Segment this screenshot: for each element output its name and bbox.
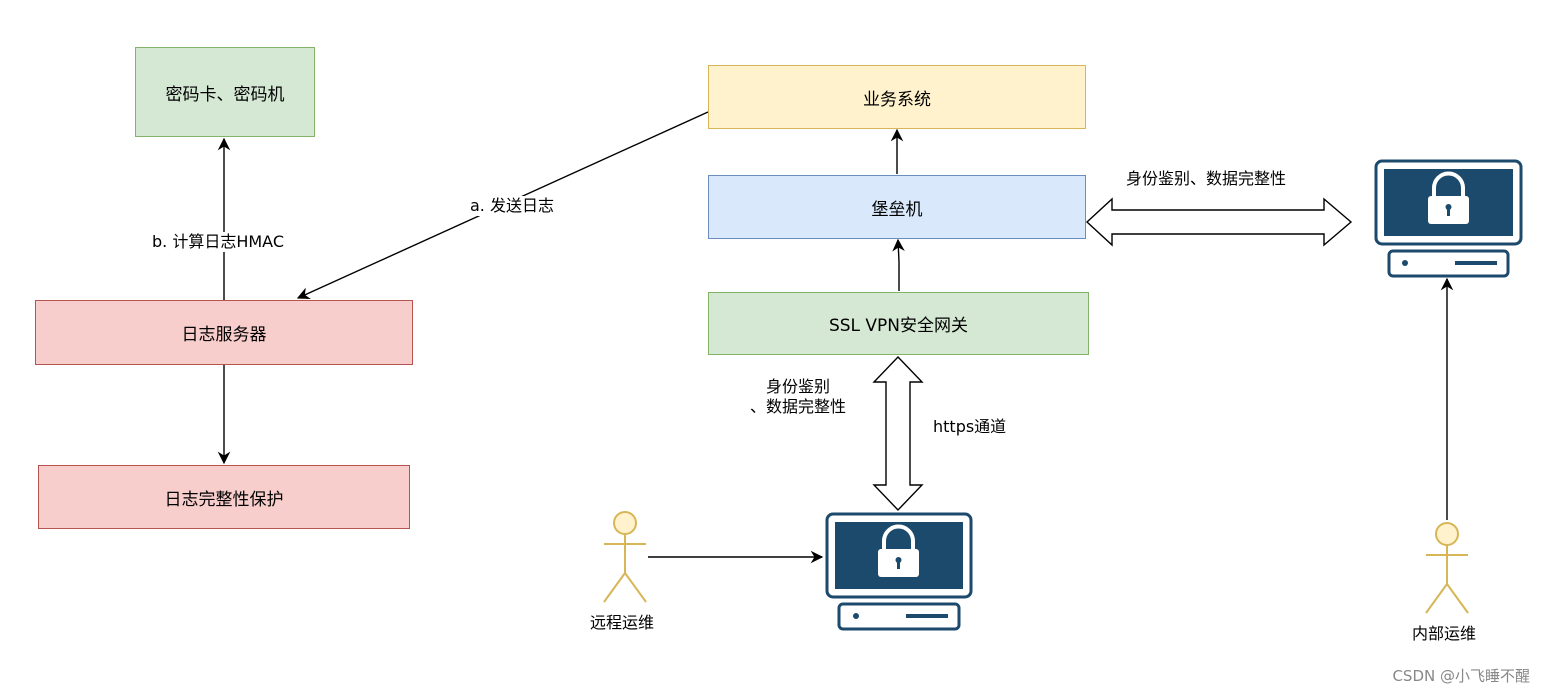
label-auth-integrity-left: 身份鉴别 、数据完整性: [738, 377, 858, 417]
watermark: CSDN @小飞睡不醒: [1392, 667, 1530, 685]
label-auth-line1: 身份鉴别: [765, 377, 830, 396]
edge-vpn-to-bastion: [892, 238, 905, 291]
label-compute-hmac: b. 计算日志HMAC: [150, 232, 287, 252]
node-crypto-card-label: 密码卡、密码机: [165, 84, 285, 105]
label-internal-ops: 内部运维: [1412, 624, 1477, 643]
label-auth-line2: 、数据完整性: [749, 397, 846, 416]
node-log-server: 日志服务器: [35, 300, 413, 365]
actor-remote-icon: [603, 511, 647, 603]
node-log-integrity: 日志完整性保护: [38, 465, 410, 529]
node-crypto-card: 密码卡、密码机: [135, 47, 315, 137]
double-arrow-vertical: [872, 355, 924, 512]
label-remote-ops: 远程运维: [590, 613, 655, 632]
node-ssl-vpn-gateway: SSL VPN安全网关: [708, 292, 1089, 355]
terminal-remote-icon: [825, 512, 973, 631]
actor-internal-icon: [1425, 522, 1469, 614]
node-business-system: 业务系统: [708, 65, 1086, 129]
node-log-integrity-label: 日志完整性保护: [164, 489, 284, 510]
label-https-tunnel: https通道: [933, 417, 1007, 436]
double-arrow-horizontal: [1085, 197, 1353, 247]
node-bastion-host: 堡垒机: [708, 175, 1086, 239]
node-bastion-host-label: 堡垒机: [871, 199, 923, 220]
node-business-system-label: 业务系统: [863, 89, 931, 110]
label-auth-integrity-right: 身份鉴别、数据完整性: [1126, 169, 1287, 188]
terminal-internal-icon: [1374, 159, 1523, 278]
label-send-log: a. 发送日志: [468, 196, 556, 216]
node-log-server-label: 日志服务器: [181, 325, 267, 345]
node-ssl-vpn-gateway-label: SSL VPN安全网关: [828, 316, 969, 336]
